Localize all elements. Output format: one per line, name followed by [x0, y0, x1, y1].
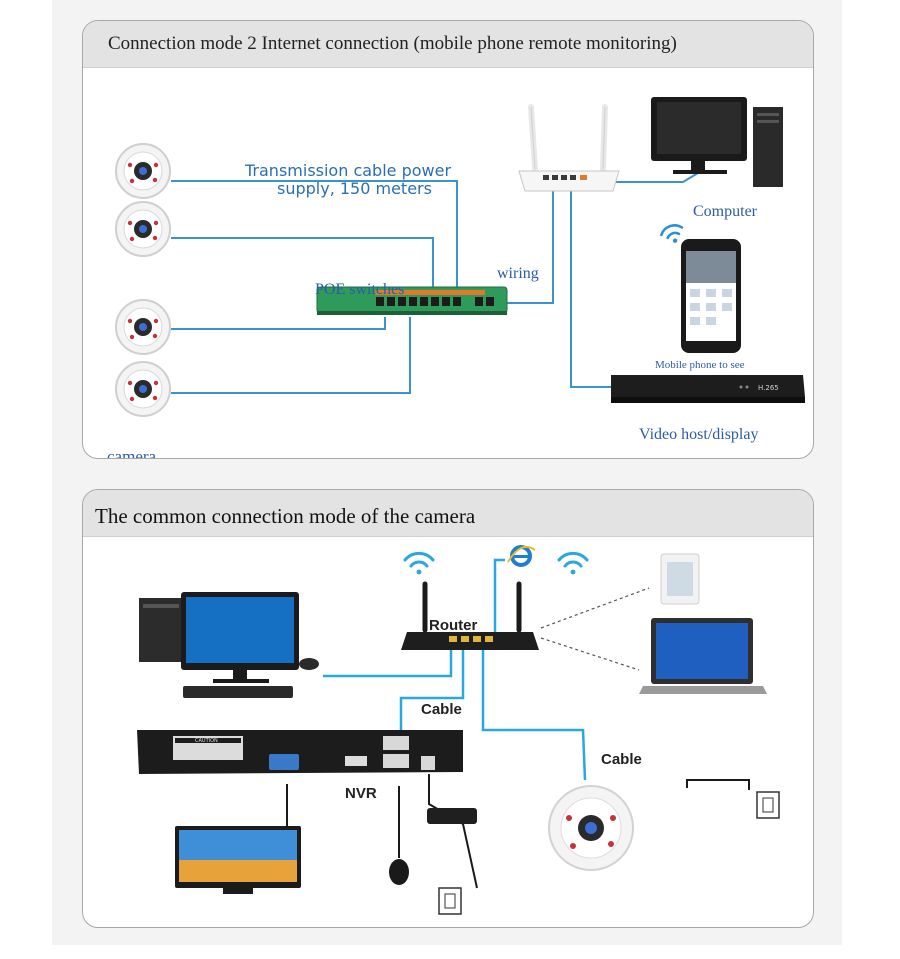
router-icon	[518, 104, 620, 192]
video-host-label: Video host/display	[639, 426, 758, 443]
monitor-icon	[175, 826, 301, 894]
nvr-recorder-icon: CAUTION	[137, 730, 463, 774]
caution-label: CAUTION	[195, 738, 218, 744]
mouse-icon	[299, 658, 319, 670]
common-connection-diagram: Router CAUTIO	[137, 545, 780, 915]
mouse-icon	[389, 859, 409, 885]
panel-title: Connection mode 2 Internet connection (m…	[108, 33, 677, 54]
desktop-computer-icon	[139, 592, 299, 698]
panel-title: The common connection mode of the camera	[95, 504, 476, 528]
wiring-label: wiring	[497, 265, 539, 282]
dome-camera-icon	[548, 785, 634, 871]
dome-camera-icon	[115, 143, 171, 199]
diagram-panel-common-connection: The common connection mode of the camera	[82, 489, 814, 928]
tablet-icon	[660, 553, 700, 605]
panel-header: The common connection mode of the camera	[83, 490, 813, 537]
dome-camera-icon	[115, 201, 171, 257]
router-icon	[401, 581, 539, 650]
power-outlet-icon	[756, 791, 780, 819]
poe-label: POE switches	[315, 281, 404, 298]
laptop-icon	[639, 618, 767, 694]
cable-label-right: Cable	[601, 751, 642, 768]
cable-label-line1: Transmission cable power	[244, 161, 451, 180]
nvr-badge: H.265	[758, 384, 779, 392]
cable-lines	[323, 558, 587, 781]
smartphone-icon	[681, 239, 741, 353]
nvr-label: NVR	[345, 785, 377, 802]
diagram-panel-internet-connection: Connection mode 2 Internet connection (m…	[82, 20, 814, 459]
poe-switch-icon	[316, 286, 508, 315]
internet-explorer-icon	[507, 545, 536, 567]
panel-header: Connection mode 2 Internet connection (m…	[83, 21, 813, 68]
internet-connection-diagram: Computer Mobile phone to see H.265 Video…	[107, 97, 805, 458]
power-adapter-icon	[427, 808, 477, 824]
cable-label-line2: supply, 150 meters	[277, 179, 432, 198]
mobile-label: Mobile phone to see	[655, 359, 745, 371]
wifi-icon	[557, 551, 589, 575]
connection-lines	[171, 169, 704, 394]
dome-camera-icon	[115, 361, 171, 417]
router-label: Router	[429, 617, 477, 634]
power-outlet-icon	[438, 887, 462, 915]
cable-label-top: Cable	[421, 701, 462, 718]
nvr-recorder-icon: H.265	[611, 375, 805, 403]
wifi-icon	[403, 551, 435, 575]
desktop-computer-icon	[651, 97, 783, 187]
computer-label: Computer	[693, 203, 758, 220]
dashed-links	[540, 587, 650, 671]
dome-camera-icon	[115, 299, 171, 355]
wifi-icon	[660, 224, 684, 243]
camera-label: camera	[107, 447, 157, 458]
